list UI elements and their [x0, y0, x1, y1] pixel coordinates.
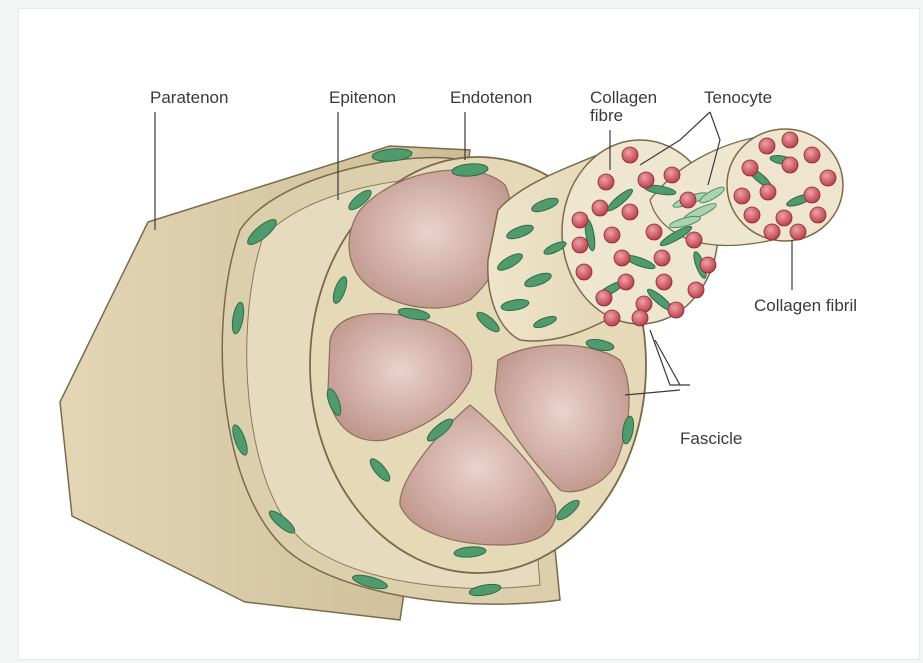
- label-paratenon: Paratenon: [150, 88, 228, 107]
- label-collagen-fibre-line1: Collagen: [590, 88, 657, 107]
- label-collagen-fibre-line2: fibre: [590, 106, 623, 125]
- label-fascicle: Fascicle: [680, 429, 742, 448]
- label-endotenon: Endotenon: [450, 88, 532, 107]
- label-epitenon: Epitenon: [329, 88, 396, 107]
- label-tenocyte: Tenocyte: [704, 88, 772, 107]
- label-collagen-fibril: Collagen fibril: [754, 296, 857, 315]
